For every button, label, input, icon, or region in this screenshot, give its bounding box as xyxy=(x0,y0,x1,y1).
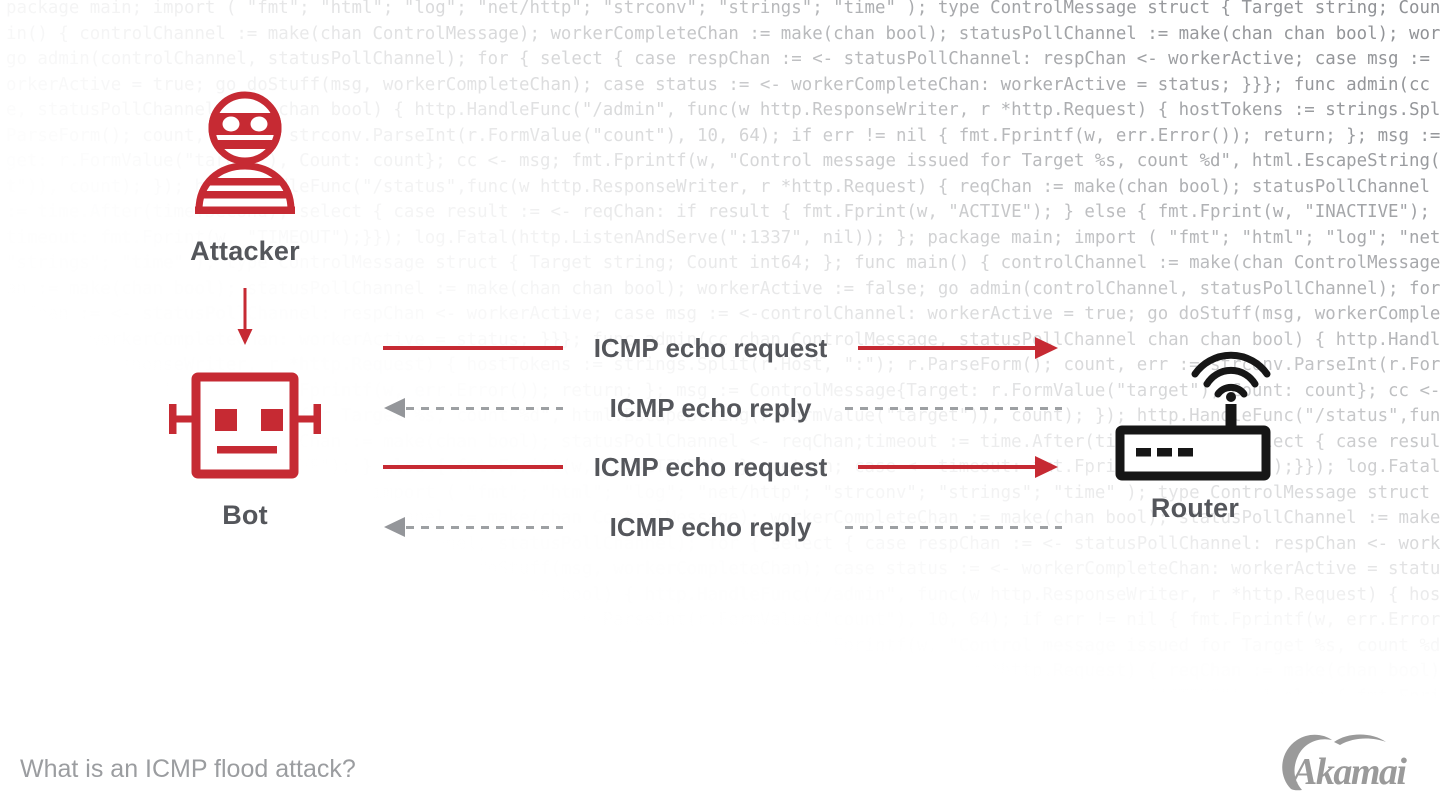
router-icon xyxy=(1115,351,1271,481)
reply-line-right xyxy=(845,406,1062,410)
akamai-logo-text: Akamai xyxy=(1290,751,1407,793)
request-line-right xyxy=(858,465,1035,469)
reply-line-left xyxy=(406,406,563,410)
wifi-signal-icon xyxy=(1191,351,1271,398)
arrowhead-right-icon xyxy=(1035,456,1058,478)
bot-icon xyxy=(169,372,321,479)
request-line-left xyxy=(383,465,563,469)
code-fade-bottom-overlay xyxy=(0,540,1440,810)
reply-line-right xyxy=(845,525,1062,529)
footer-question: What is an ICMP flood attack? xyxy=(20,755,356,783)
arrowhead-left-icon xyxy=(384,398,405,418)
reply-line-left xyxy=(406,525,563,529)
attacker-label: Attacker xyxy=(190,236,300,266)
attacker-icon xyxy=(195,91,295,214)
flow-label-reply-2: ICMP echo reply xyxy=(609,512,812,542)
bot-node: Bot xyxy=(160,368,330,531)
request-line-left xyxy=(383,346,563,350)
flow-label-reply-1: ICMP echo reply xyxy=(609,393,812,423)
router-label: Router xyxy=(1150,493,1240,523)
akamai-swoosh-icon: Akamai xyxy=(1282,734,1409,793)
attacker-node: Attacker xyxy=(155,88,335,267)
arrowhead-right-icon xyxy=(1035,337,1058,359)
request-line-right xyxy=(858,346,1035,350)
flow-label-request-2: ICMP echo request xyxy=(593,452,828,482)
akamai-logo: Akamai xyxy=(1270,732,1420,799)
router-node: Router xyxy=(1100,348,1290,524)
flow-label-request-1: ICMP echo request xyxy=(593,333,828,363)
bot-label: Bot xyxy=(222,500,268,530)
attacker-to-bot-arrow-icon xyxy=(237,288,253,345)
arrowhead-left-icon xyxy=(384,517,405,537)
